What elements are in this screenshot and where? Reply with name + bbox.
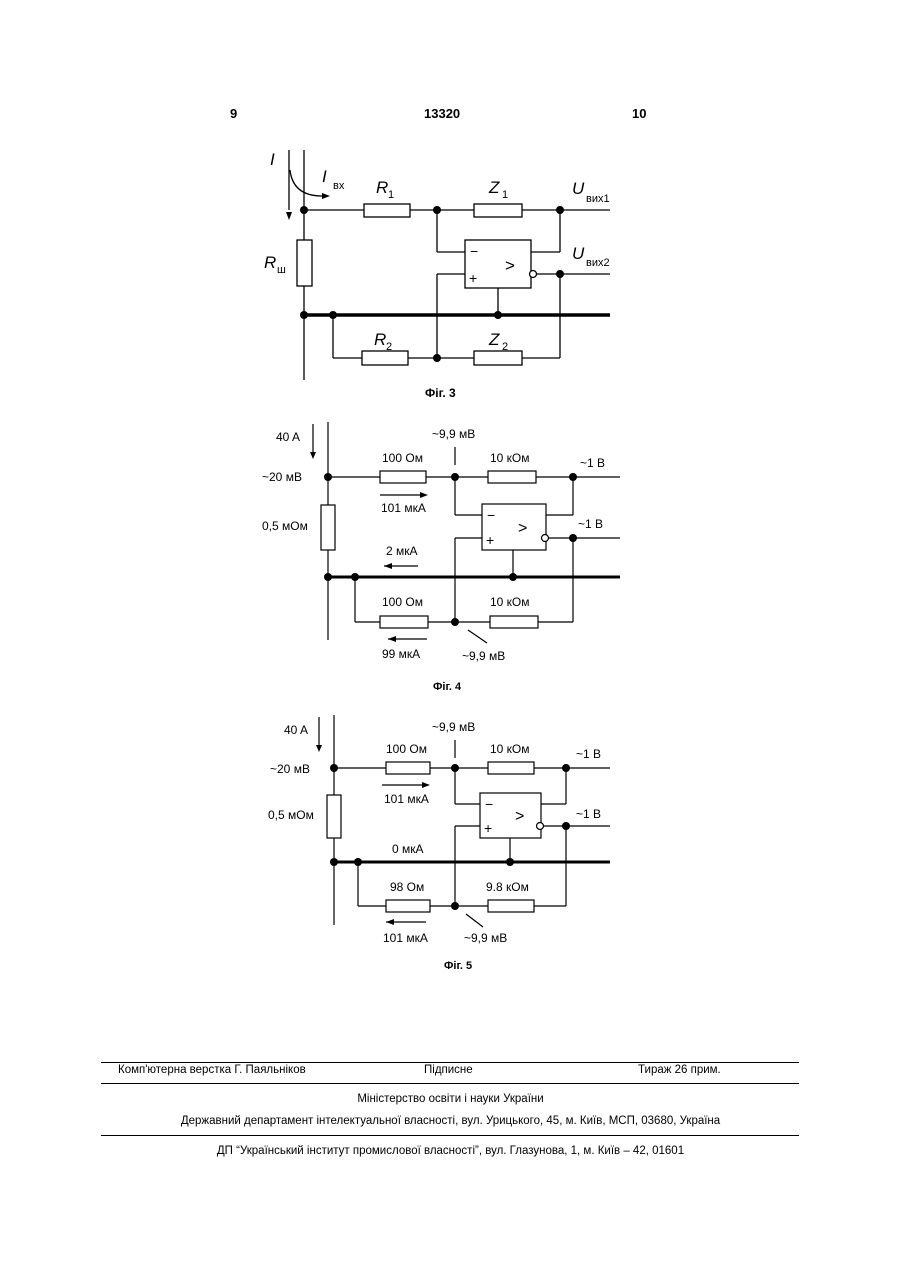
fig5-r-top: 100 Ом [386, 742, 427, 756]
footer-ministry: Міністерство освіти і науки України [0, 1093, 901, 1105]
fig5-caption: Фіг. 5 [444, 960, 472, 972]
fig5-opamp-plus: + [484, 820, 492, 836]
footer-rule-top [101, 1062, 799, 1063]
footer-rule-bottom [101, 1135, 799, 1136]
fig5-i-top: 101 мкА [384, 792, 429, 806]
fig5-z-bot: 9.8 кОм [486, 880, 529, 894]
fig5-i-bus: 0 мкА [392, 842, 424, 856]
footer-typesetting: Комп'ютерна верстка Г. Паяльніков [118, 1064, 306, 1076]
footer-department: Державний департамент інтелектуальної вл… [0, 1115, 901, 1127]
footer-rule-middle [101, 1083, 799, 1084]
fig5-i-bot: 101 мкА [383, 931, 428, 945]
fig5-v-node-top: ~9,9 мВ [432, 720, 475, 734]
fig5-r-bot: 98 Ом [390, 880, 424, 894]
fig5-v-node-bot: ~9,9 мВ [464, 931, 507, 945]
fig5-out2: ~1 В [576, 807, 601, 821]
footer-print-run: Тираж 26 прим. [638, 1064, 721, 1076]
fig5-z-top: 10 кОм [490, 742, 530, 756]
footer-institute: ДП “Український інститут промислової вла… [0, 1145, 901, 1157]
figure-5-circuit: 40 A ~9,9 мВ ~20 мВ 100 Ом 10 кОм ~1 В 1… [0, 0, 901, 975]
fig5-out1: ~1 В [576, 747, 601, 761]
fig5-shunt: 0,5 мОм [268, 808, 314, 822]
fig5-v-in: ~20 мВ [270, 762, 310, 776]
footer-signed: Підписне [424, 1064, 473, 1076]
fig5-opamp-minus: − [485, 796, 493, 812]
fig5-current-in: 40 A [284, 723, 308, 737]
fig5-opamp-symbol: > [515, 808, 524, 825]
